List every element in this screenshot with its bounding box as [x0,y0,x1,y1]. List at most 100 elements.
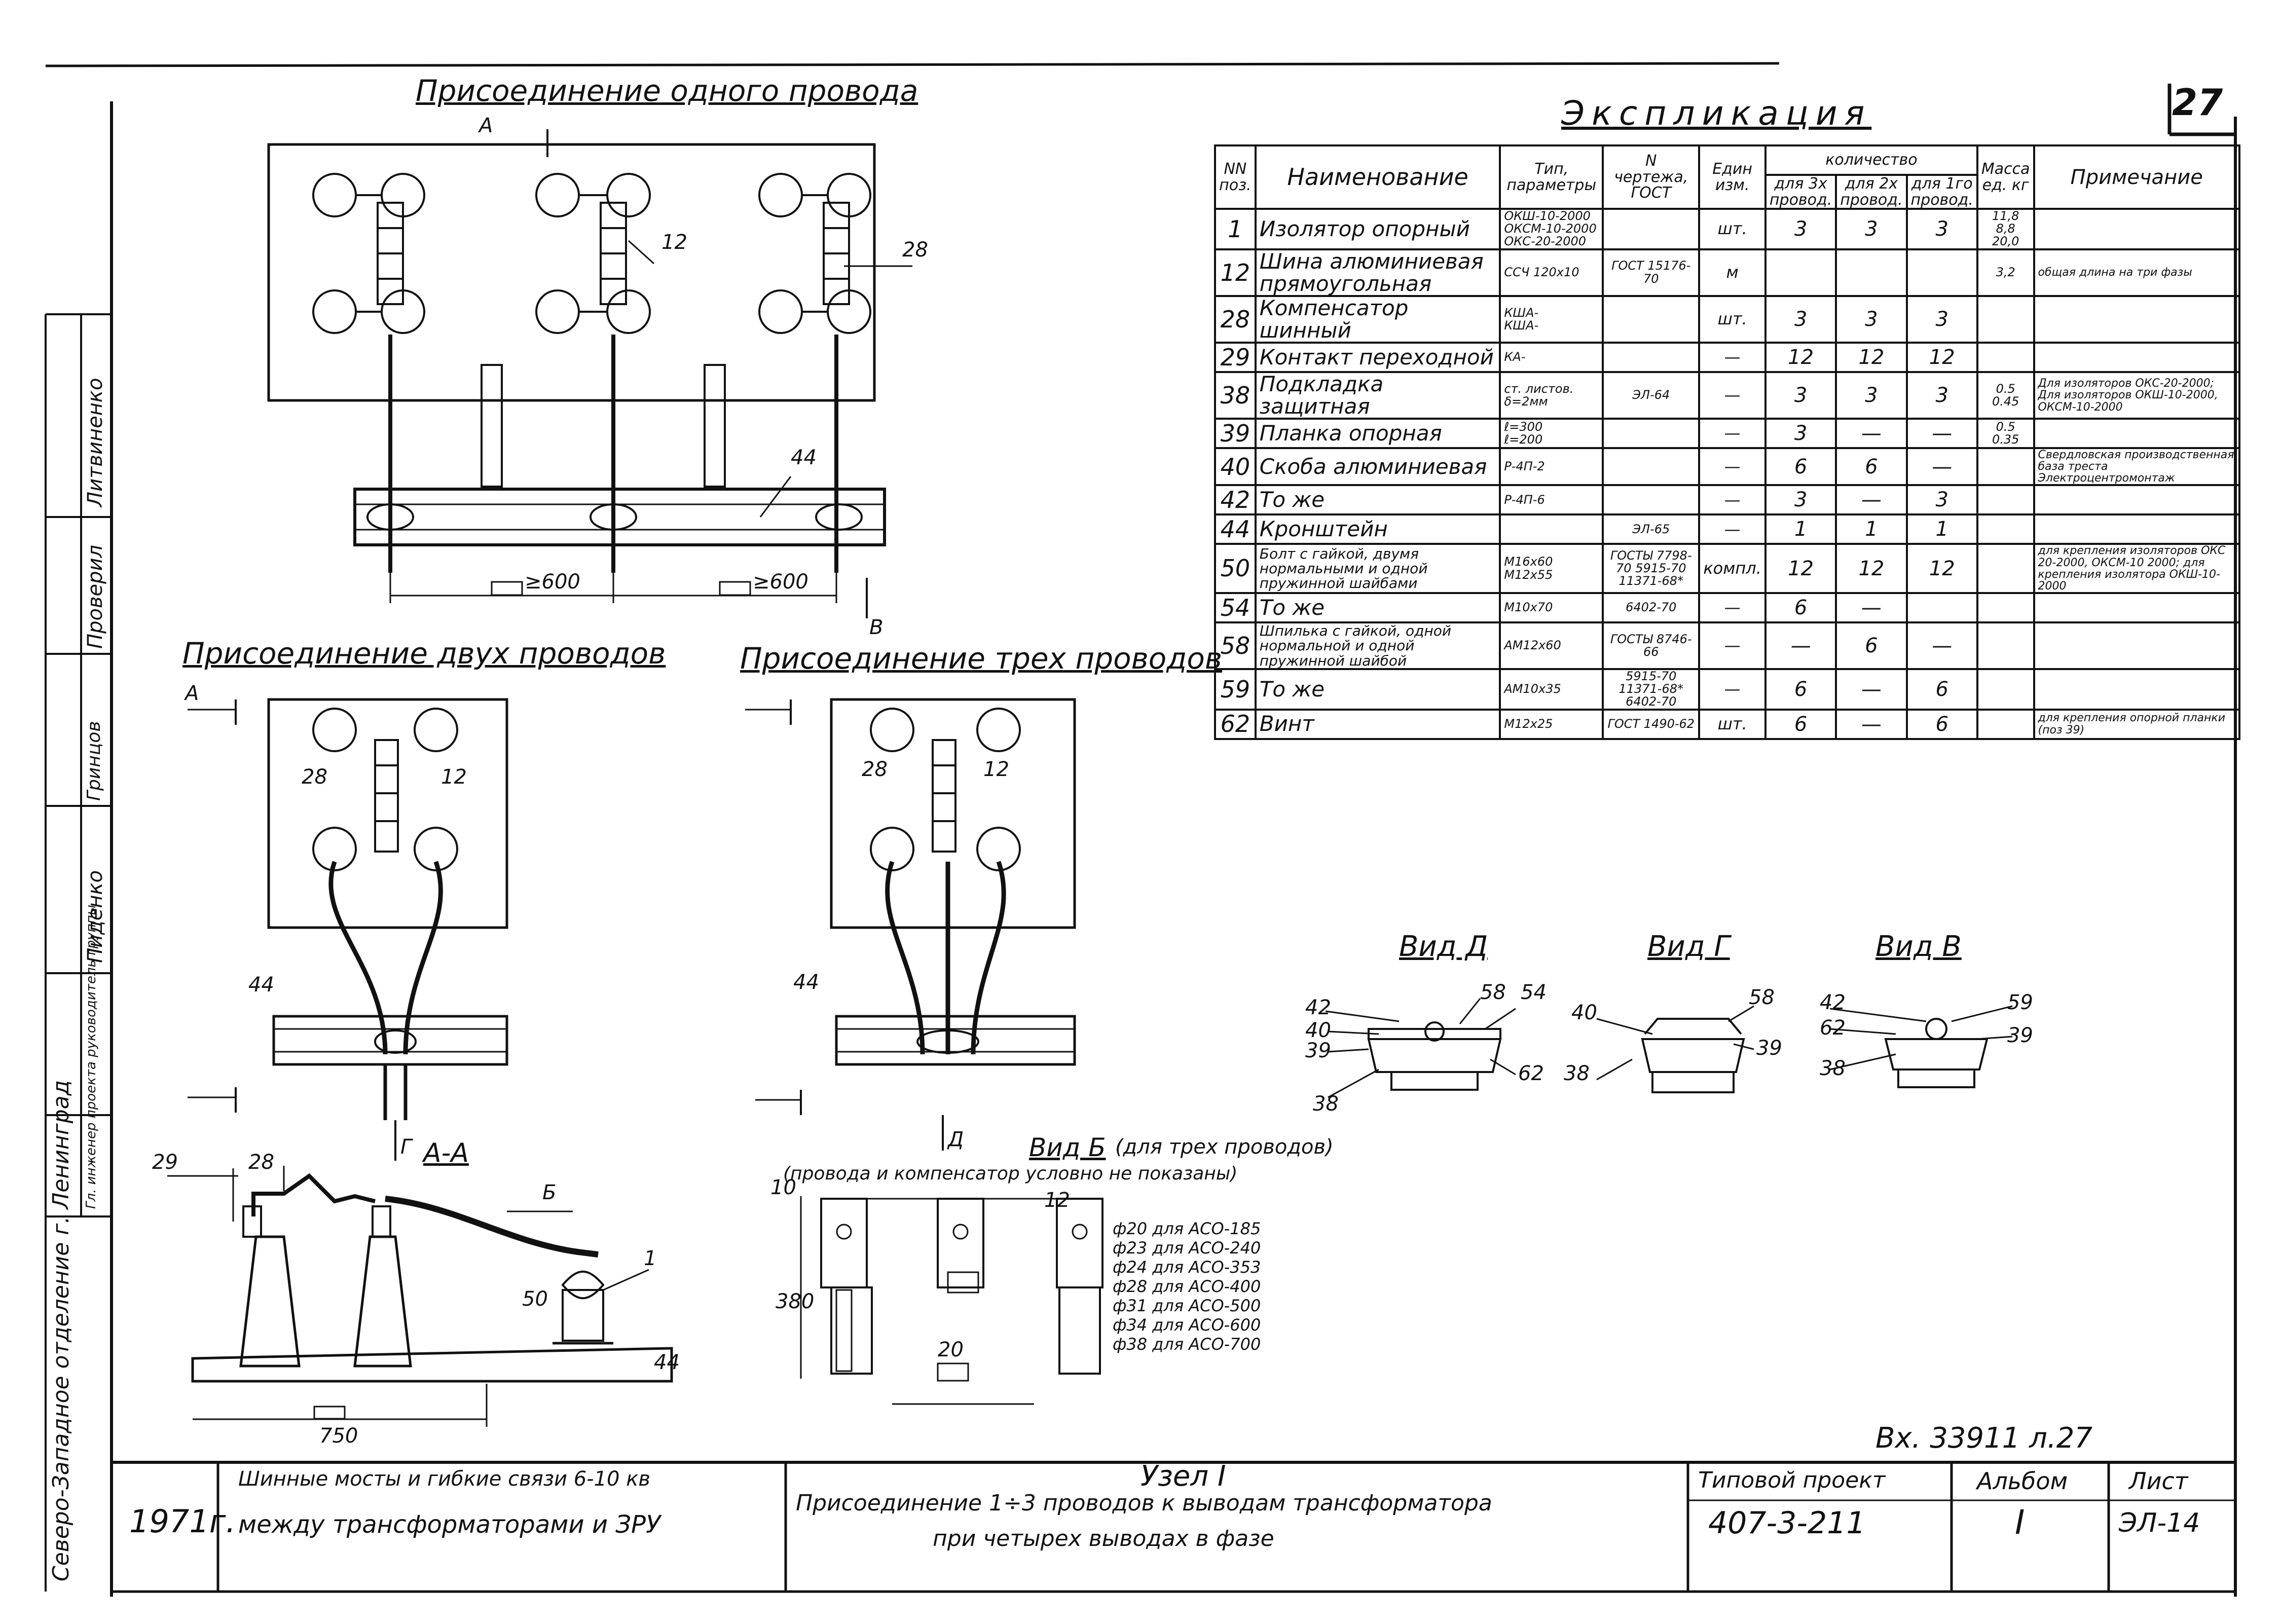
dim-600-b: ≥600 [753,570,808,594]
detail-views [1325,998,2013,1098]
side-name-2: Гринцов [84,721,104,801]
spec-pos: 29 [1214,341,1257,373]
spec-type-line: Р-4П-2 [1504,459,1545,474]
hdr-drawing: N чертежа, ГОСТ [1602,144,1701,210]
dim-600-a: ≥600 [525,570,580,594]
spec-unit: м [1698,248,1767,297]
spec-mass [1976,621,2035,670]
spec-q1: 3 [1764,484,1837,516]
spec-q2: 6 [1835,621,1908,670]
project-title-1: Шинные мосты и гибкие связи 6-10 кв [238,1467,650,1491]
spec-mass-line: 0.5 [1996,419,2015,434]
callout-39-g: 39 [1756,1037,1782,1060]
spec-drawing [1602,484,1701,516]
side-name-4: Литвиненко [84,378,107,507]
spec-unit: — [1698,621,1767,670]
callout-58-d: 58 [1480,981,1506,1004]
title-view-v: Вид В [1875,930,1962,963]
spec-mass [1976,513,2035,545]
side-block-lines [45,313,112,1592]
hdr-mass: Масса ед. кг [1976,144,2035,210]
spec-unit: шт. [1698,208,1767,250]
spec-name: То же [1254,592,1501,623]
spec-name: Болт с гайкой, двумя нормальными и одной… [1254,543,1501,594]
spec-drawing: 6402-70 [1602,592,1701,623]
spec-pos: 50 [1214,543,1257,594]
callout-44-three: 44 [793,971,819,994]
spec-drawing: ГОСТ 15176-70 [1602,248,1701,297]
spec-note [2033,513,2241,545]
spec-q2: 1 [1835,513,1908,545]
spec-drawing: ГОСТЫ 7798-70 5915-70 11371-68* [1602,543,1701,594]
spec-drawing: ЭЛ-64 [1602,371,1701,420]
spec-type: АМ10х35 [1499,668,1604,711]
spec-type-line: М12х55 [1504,567,1553,582]
callout-28: 28 [902,238,928,262]
year: 1971г. [129,1503,236,1540]
spec-q3: 3 [1905,371,1978,420]
spec-q1: 3 [1764,208,1837,250]
spec-type-line: ℓ=300 [1504,419,1543,434]
hole-note: ф20 для АСО-185 [1113,1219,1261,1238]
spec-pos: 12 [1214,248,1257,297]
spec-type: Р-4П-6 [1499,484,1604,516]
callout-54-d: 54 [1521,981,1547,1004]
desc-1: Присоединение 1÷3 проводов к выводам тра… [796,1490,1492,1516]
callout-38-d: 38 [1313,1092,1339,1116]
callout-42-v: 42 [1820,991,1846,1014]
spec-drawing: ЭЛ-65 [1602,513,1701,545]
one-wire-plan [267,129,912,618]
hole-note: ф34 для АСО-600 [1113,1315,1261,1335]
callout-29: 29 [152,1151,178,1174]
spec-q1: 6 [1764,708,1837,740]
spec-mass [1976,294,2035,344]
callout-12: 12 [661,231,687,254]
sheet-code: ЭЛ-14 [2119,1508,2200,1538]
spec-drawing: 5915-70 11371-68* 6402-70 [1602,668,1701,711]
spec-pos: 39 [1214,418,1257,450]
spec-unit: — [1698,341,1767,373]
section-mark-a: А [479,114,493,137]
spec-type-line: КА- [1504,350,1526,364]
callout-28-aa: 28 [248,1151,274,1174]
spec-type: АМ12х60 [1499,621,1604,670]
title-block-lines [216,1462,2235,1592]
spec-type: ст. листов.δ=2мм [1499,371,1604,420]
spec-q3 [1905,248,1978,297]
spec-type: КА- [1499,341,1604,373]
spec-q1: 6 [1764,592,1837,623]
spec-q3: 3 [1905,484,1978,516]
spec-mass [1976,484,2035,516]
spec-q1: 6 [1764,668,1837,711]
spec-mass [1976,708,2035,740]
dim-380-b: 380 [776,1290,815,1313]
spec-q1: 12 [1764,543,1837,594]
section-mark-g: Г [400,1135,412,1159]
spec-mass-line: 20,0 [1992,234,2019,249]
spec-name: Планка опорная [1254,418,1501,450]
spec-unit: — [1698,513,1767,545]
spec-q1 [1764,248,1837,297]
spec-note: Свердловская производственная база трест… [2033,447,2241,487]
spec-table: NN поз. Наименование Тип, параметры N че… [1214,144,2241,740]
spec-title: Экспликация [1561,94,1872,133]
spec-note [2033,668,2241,711]
hdr-qty3: для 1го провод. [1905,174,1978,210]
spec-q3: 3 [1905,294,1978,344]
spec-type-line: АМ10х35 [1504,682,1561,696]
spec-pos: 54 [1214,592,1257,623]
spec-pos: 59 [1214,668,1257,711]
spec-type: КША-КША- [1499,294,1604,344]
title-section-aa: А-А [423,1138,469,1168]
desc-2: при четырех выводах в фазе [933,1526,1274,1552]
title-view-d: Вид Д [1399,930,1488,963]
spec-type-line: КША- [1504,305,1539,320]
spec-mass-line: 3,2 [1996,265,2015,280]
